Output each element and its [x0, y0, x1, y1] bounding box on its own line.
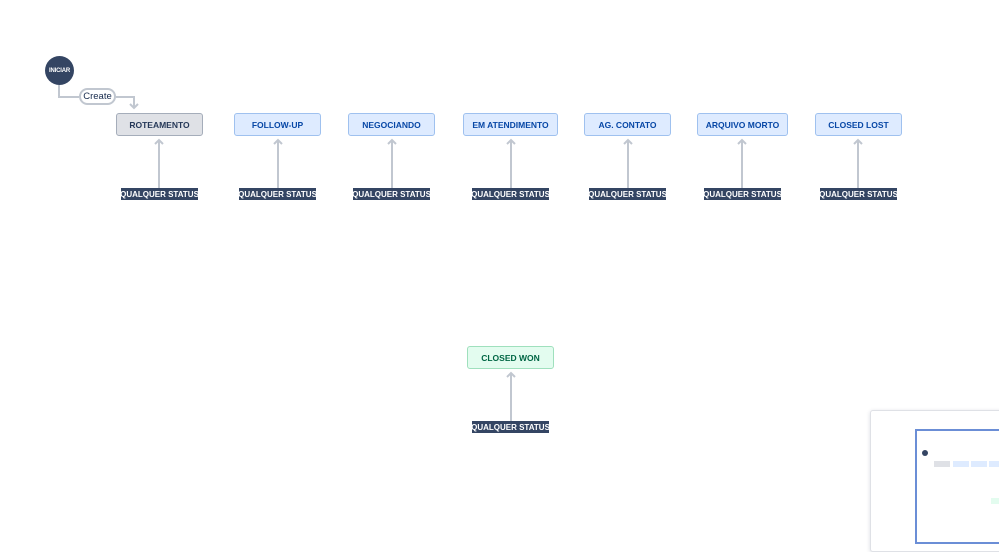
status-roteamento[interactable]: ROTEAMENTO	[116, 113, 203, 136]
status-closed-won[interactable]: CLOSED WON	[467, 346, 554, 369]
any-status-closed-lost[interactable]: QUALQUER STATUS	[819, 188, 898, 200]
create-transition-label[interactable]: Create	[79, 88, 116, 105]
status-em-atendimento[interactable]: EM ATENDIMENTO	[463, 113, 558, 136]
any-status-ag-contato[interactable]: QUALQUER STATUS	[588, 188, 667, 200]
minimap-viewport[interactable]	[915, 429, 999, 544]
status-closed-lost[interactable]: CLOSED LOST	[815, 113, 902, 136]
create-transition-arrow	[116, 96, 139, 110]
create-transition-line	[58, 85, 79, 98]
any-status-follow-up[interactable]: QUALQUER STATUS	[238, 188, 317, 200]
minimap-status	[989, 461, 999, 467]
minimap-status	[934, 461, 950, 467]
any-status-roteamento[interactable]: QUALQUER STATUS	[120, 188, 199, 200]
minimap-start-node	[922, 450, 928, 456]
any-status-em-atendimento[interactable]: QUALQUER STATUS	[471, 188, 550, 200]
status-arquivo-morto[interactable]: ARQUIVO MORTO	[697, 113, 788, 136]
status-negociando[interactable]: NEGOCIANDO	[348, 113, 435, 136]
any-status-negociando[interactable]: QUALQUER STATUS	[352, 188, 431, 200]
minimap[interactable]	[870, 410, 999, 552]
any-status-arquivo-morto[interactable]: QUALQUER STATUS	[703, 188, 782, 200]
minimap-closed-won	[991, 498, 999, 504]
any-status-closed-won[interactable]: QUALQUER STATUS	[471, 421, 550, 433]
minimap-status	[971, 461, 987, 467]
start-node[interactable]: INICIAR	[45, 56, 74, 85]
status-ag-contato[interactable]: AG. CONTATO	[584, 113, 671, 136]
minimap-status	[953, 461, 969, 467]
status-follow-up[interactable]: FOLLOW-UP	[234, 113, 321, 136]
